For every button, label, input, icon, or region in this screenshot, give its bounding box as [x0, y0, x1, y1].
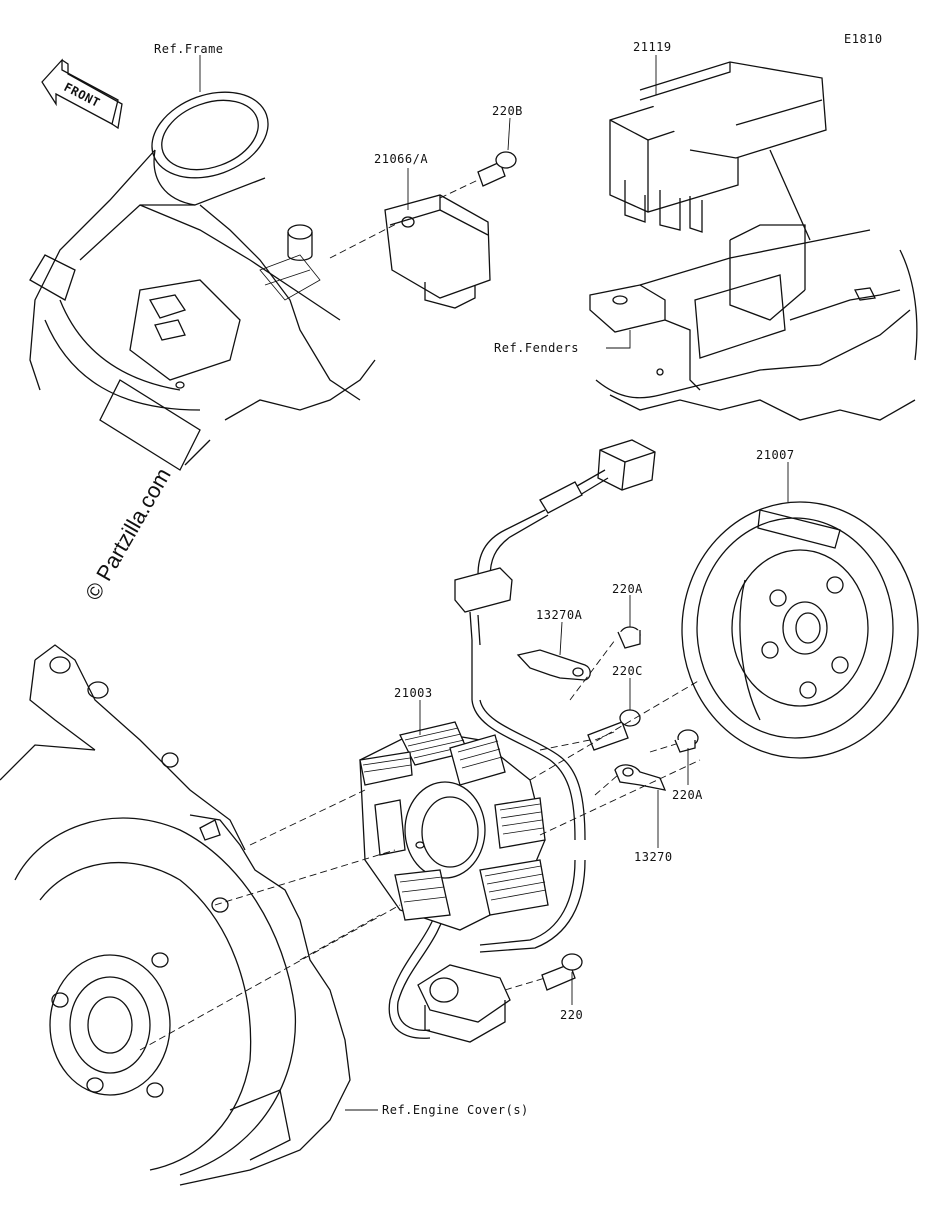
part-220C-bolt — [587, 709, 641, 751]
part-13270-clip — [614, 764, 667, 791]
engine-cover — [0, 644, 351, 1186]
part-220B-bolt — [439, 151, 517, 199]
frame-assembly — [29, 91, 376, 471]
label-220A-right: 220A — [672, 788, 703, 802]
front-arrow-icon — [41, 58, 123, 130]
leader-lines — [199, 55, 789, 1111]
part-21066-regulator — [329, 194, 491, 309]
part-21119-relay — [609, 61, 827, 233]
label-ref-engine-cover: Ref.Engine Cover(s) — [382, 1103, 529, 1117]
label-13270A: 13270A — [536, 608, 583, 622]
alignment-lines — [139, 639, 701, 1051]
pickup-coil — [417, 953, 583, 1043]
label-ref-fenders: Ref.Fenders — [494, 341, 579, 355]
label-220B: 220B — [492, 104, 523, 118]
part-21003-stator — [359, 721, 549, 931]
diagram-code: E1810 — [844, 32, 883, 46]
part-13270A-plate — [516, 649, 591, 681]
label-21119: 21119 — [633, 40, 672, 54]
part-220A-right-bolt — [674, 729, 699, 753]
label-21007: 21007 — [756, 448, 795, 462]
label-ref-frame: Ref.Frame — [154, 42, 224, 56]
label-21066: 21066/A — [374, 152, 429, 166]
label-220C: 220C — [612, 664, 643, 678]
label-13270: 13270 — [634, 850, 673, 864]
part-21007-rotor — [681, 501, 919, 759]
label-220: 220 — [560, 1008, 584, 1022]
fenders-assembly — [589, 149, 918, 421]
label-21003: 21003 — [394, 686, 433, 700]
label-220A-top: 220A — [612, 582, 643, 596]
wire-harness — [388, 439, 656, 1039]
part-220A-top-bolt — [617, 626, 641, 649]
